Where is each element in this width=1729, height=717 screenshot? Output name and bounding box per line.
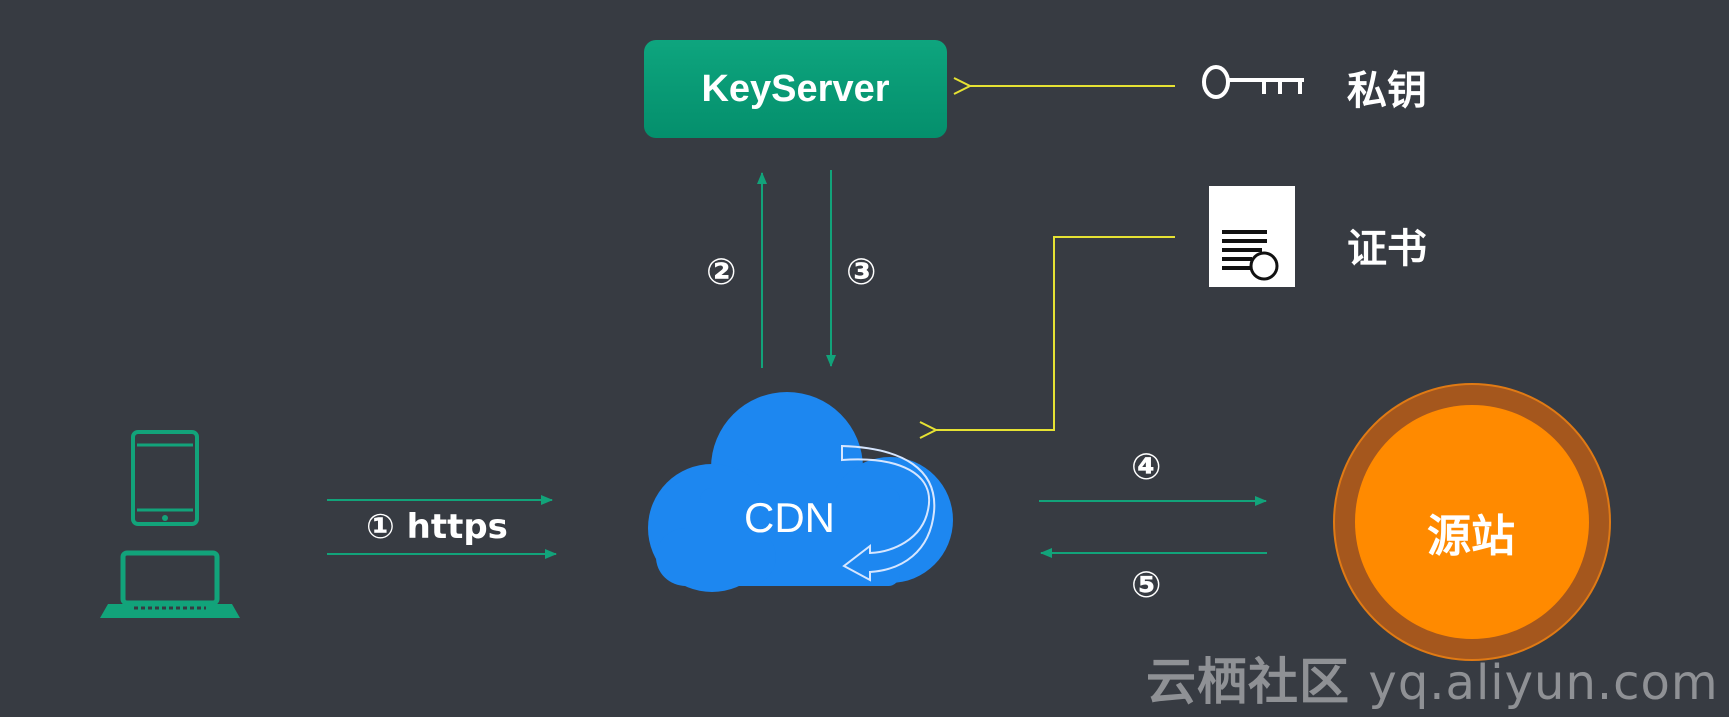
watermark-brand: 云栖社区 [1146, 653, 1350, 711]
step-3-label: ③ [846, 252, 877, 293]
tablet-icon [131, 430, 199, 526]
step-2-label: ② [706, 252, 737, 293]
cycle-arrow-icon [841, 444, 936, 582]
certificate-label: 证书 [1347, 227, 1427, 271]
key-icon [1202, 65, 1304, 99]
arrow-cert-to-cdn [936, 236, 1175, 430]
cloud-icon [648, 392, 953, 592]
private-key-label: 私钥 [1347, 69, 1427, 113]
keyserver-label: KeyServer [701, 67, 890, 110]
keyserver-node: KeyServer [644, 40, 947, 138]
laptop-icon [100, 550, 240, 618]
step-1-label: ① https [366, 507, 508, 547]
origin-label: 源站 [1427, 512, 1515, 561]
watermark: 云栖社区 yq.aliyun.com [1146, 642, 1719, 714]
certificate-icon [1209, 186, 1295, 287]
cdn-label: CDN [744, 494, 835, 541]
step-4-label: ④ [1131, 447, 1162, 488]
step-5-label: ⑤ [1131, 565, 1162, 606]
origin-server-circle [1333, 383, 1611, 661]
watermark-url: yq.aliyun.com [1368, 655, 1719, 711]
